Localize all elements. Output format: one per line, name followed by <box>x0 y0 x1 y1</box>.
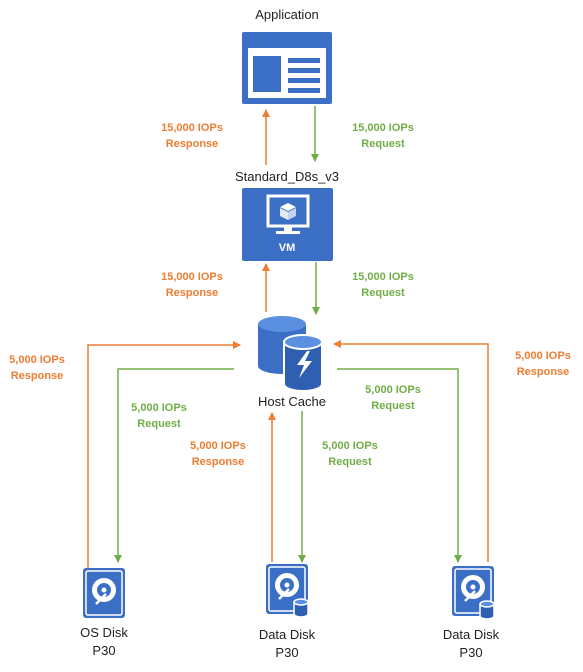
flow-value: 15,000 IOPs <box>161 122 223 134</box>
flow-kind: Response <box>516 366 570 378</box>
os-response-label: 5,000 IOPs Response <box>2 352 72 384</box>
vm-size-title: Standard_D8s_v3 <box>234 169 340 184</box>
flow-kind: Response <box>165 138 219 150</box>
flow-kind: Request <box>137 418 181 430</box>
flow-value: 5,000 IOPs <box>190 440 246 452</box>
application-title: Application <box>255 7 319 22</box>
os-disk-label: OS Disk P30 <box>64 624 144 660</box>
host-cache-title: Host Cache <box>258 394 326 409</box>
os-response-arrow <box>87 341 241 568</box>
data2-request-arrow <box>337 368 462 563</box>
flow-value: 5,000 IOPs <box>322 440 378 452</box>
app-vm-request-label: 15,000 IOPs Request <box>343 120 423 152</box>
data-disk-1-name: Data Disk <box>258 627 316 642</box>
data-disk-1-label: Data Disk P30 <box>247 626 327 662</box>
os-disk-name: OS Disk <box>80 625 128 640</box>
flow-value: 5,000 IOPs <box>365 384 421 396</box>
flow-kind: Request <box>371 400 415 412</box>
data2-response-arrow <box>333 340 489 562</box>
flow-value: 5,000 IOPs <box>9 354 65 366</box>
data1-response-label: 5,000 IOPs Response <box>183 438 253 470</box>
data2-request-label: 5,000 IOPs Request <box>358 382 428 414</box>
data-disk-1-tier: P30 <box>275 645 299 660</box>
flow-kind: Response <box>191 456 245 468</box>
data-disk-2-label: Data Disk P30 <box>431 626 511 662</box>
data-disk-1-hard-disk-icon <box>266 564 309 618</box>
vm-cache-response-label: 15,000 IOPs Response <box>152 269 232 301</box>
os-disk-tier: P30 <box>92 643 116 658</box>
flow-value: 5,000 IOPs <box>515 350 571 362</box>
vm-inner-label: VM <box>278 242 296 254</box>
flow-value: 5,000 IOPs <box>131 402 187 414</box>
data-disk-2-hard-disk-icon <box>452 566 495 620</box>
os-request-label: 5,000 IOPs Request <box>124 400 194 432</box>
data2-response-label: 5,000 IOPs Response <box>508 348 578 380</box>
flow-value: 15,000 IOPs <box>161 271 223 283</box>
virtual-machine-icon <box>242 188 333 261</box>
app-vm-response-label: 15,000 IOPs Response <box>152 120 232 152</box>
data1-request-label: 5,000 IOPs Request <box>315 438 385 470</box>
flow-kind: Response <box>165 287 219 299</box>
os-request-arrow <box>114 368 234 563</box>
data-disk-2-tier: P30 <box>459 645 483 660</box>
data-disk-2-name: Data Disk <box>442 627 500 642</box>
flow-value: 15,000 IOPs <box>352 271 414 283</box>
flow-kind: Response <box>10 370 64 382</box>
flow-kind: Request <box>361 138 405 150</box>
vm-cache-request-label: 15,000 IOPs Request <box>343 269 423 301</box>
flow-kind: Request <box>328 456 372 468</box>
os-disk-hard-disk-icon <box>83 568 125 618</box>
application-window-icon <box>242 32 332 104</box>
flow-kind: Request <box>361 287 405 299</box>
flow-value: 15,000 IOPs <box>352 122 414 134</box>
cache-database-icon <box>258 316 323 392</box>
